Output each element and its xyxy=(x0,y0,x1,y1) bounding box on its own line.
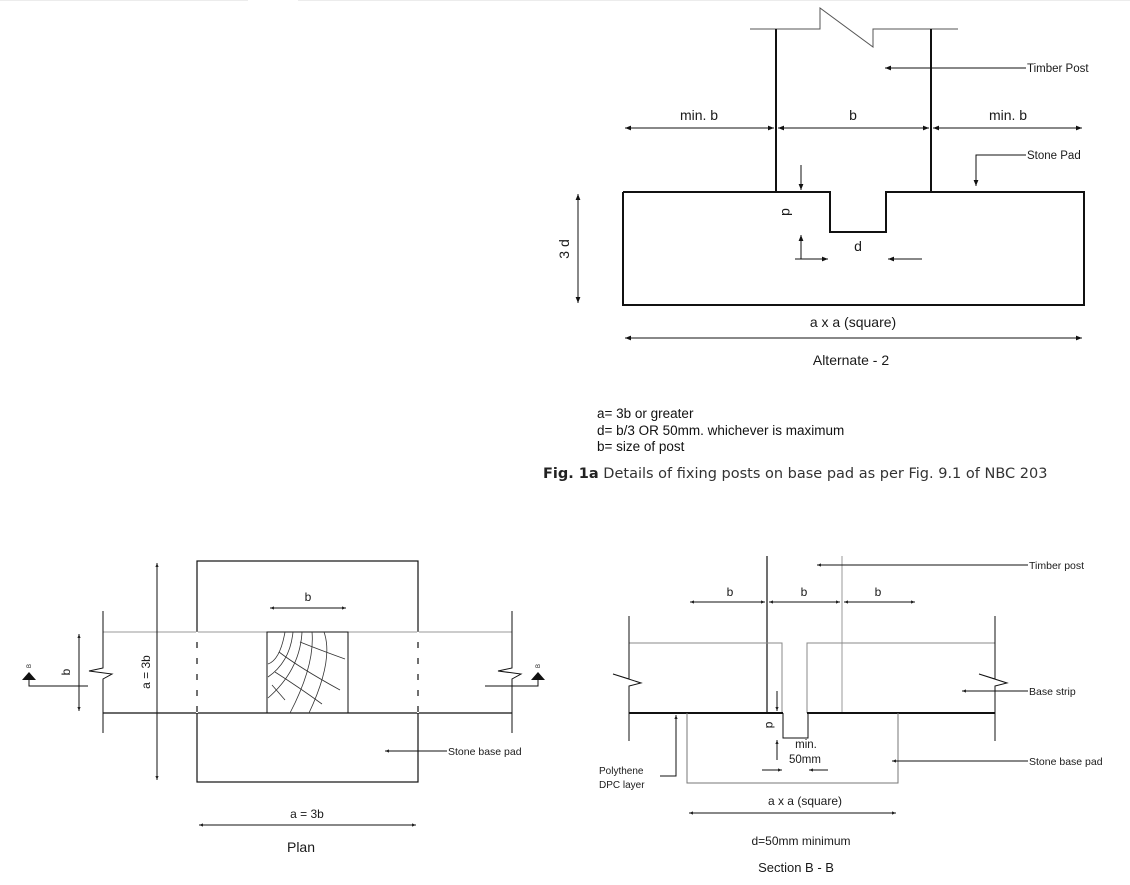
plan-post xyxy=(266,631,349,714)
stone-pad-leader xyxy=(973,154,1026,186)
plan-label-a-vertical: a = 3b xyxy=(139,655,153,689)
section-label-timber-post: Timber post xyxy=(1029,560,1084,572)
section-label-base-strip: Base strip xyxy=(1029,686,1076,698)
section-label-width: a x a (square) xyxy=(768,794,842,808)
section-strip-left xyxy=(629,642,783,713)
caption-figure-number: Fig. 1a xyxy=(543,466,599,482)
plan-strip-right-end xyxy=(497,611,523,733)
caption-text: Details of fixing posts on base pad as p… xyxy=(598,466,1048,482)
section-marker-left-arrow xyxy=(22,672,36,680)
label-min-b-right: min. b xyxy=(989,107,1027,123)
notes-block: a= 3b or greater d= b/3 OR 50mm. whichev… xyxy=(597,406,844,456)
figure-plan-labels: b b a = 3b B B Stone base pad a = 3b Pla… xyxy=(27,590,542,855)
section-notch xyxy=(782,713,809,739)
figure-plan xyxy=(22,560,545,827)
plan-strip-left-end xyxy=(88,611,114,733)
section-strip-right xyxy=(806,642,995,713)
label-timber-post: Timber Post xyxy=(1027,63,1089,75)
label-min-b-left: min. b xyxy=(680,107,718,123)
top-border-left xyxy=(0,0,248,1)
figure-caption: Fig. 1a Details of fixing posts on base … xyxy=(543,466,1130,482)
stone-pad-outline xyxy=(622,191,1085,306)
break-line xyxy=(750,7,958,48)
note-line: d= b/3 OR 50mm. whichever is maximum xyxy=(597,422,845,438)
section-label-d: d xyxy=(763,722,777,729)
plan-label-width: a = 3b xyxy=(290,807,324,821)
top-border-right xyxy=(298,0,1130,1)
plan-post-grain xyxy=(267,631,346,714)
label-alternate-2: Alternate - 2 xyxy=(813,352,889,368)
plan-title: Plan xyxy=(287,839,315,855)
section-strip-right-end xyxy=(978,616,1009,741)
figure-section-labels: Timber post b b b Base strip Stone base … xyxy=(599,560,1103,875)
figure-section-b-b xyxy=(612,556,1028,815)
label-a-x-a: a x a (square) xyxy=(810,314,896,330)
section-label-polythene-2: DPC layer xyxy=(599,780,645,791)
label-d-notch: d xyxy=(854,238,862,254)
plan-label-section-right: B xyxy=(536,664,542,668)
plan-label-b-side: b xyxy=(59,668,73,675)
section-stone-base-pad xyxy=(686,713,899,784)
section-marker-right-line xyxy=(485,680,539,687)
plan-label-b-top: b xyxy=(305,590,312,604)
section-label-min: min. xyxy=(795,739,817,751)
section-strip-left-end xyxy=(612,616,643,741)
label-3d: 3 d xyxy=(556,239,572,258)
section-label-b-left: b xyxy=(727,585,734,599)
section-title: Section B - B xyxy=(758,860,834,875)
plan-label-stone-base-pad: Stone base pad xyxy=(448,746,522,758)
note-line: a= 3b or greater xyxy=(597,406,694,421)
section-label-d-note: d=50mm minimum xyxy=(751,834,850,848)
section-label-polythene-1: Polythene xyxy=(599,766,644,777)
section-polythene-leader xyxy=(660,715,678,777)
section-label-50mm: 50mm xyxy=(789,754,821,766)
note-line: b= size of post xyxy=(597,439,685,454)
label-d-vertical: d xyxy=(779,208,795,216)
section-marker-left-line xyxy=(28,680,88,687)
section-label-b-center: b xyxy=(801,585,808,599)
label-stone-pad: Stone Pad xyxy=(1027,150,1081,162)
section-label-b-right: b xyxy=(875,585,882,599)
figure-alternate-2 xyxy=(575,7,1085,341)
section-marker-right-arrow xyxy=(531,672,545,680)
figure-alternate-2-labels: Timber Post Stone Pad min. b b min. b d … xyxy=(556,63,1089,368)
section-label-stone-base-pad: Stone base pad xyxy=(1029,756,1103,768)
label-b: b xyxy=(849,107,857,123)
plan-label-section-left: B xyxy=(27,664,33,668)
